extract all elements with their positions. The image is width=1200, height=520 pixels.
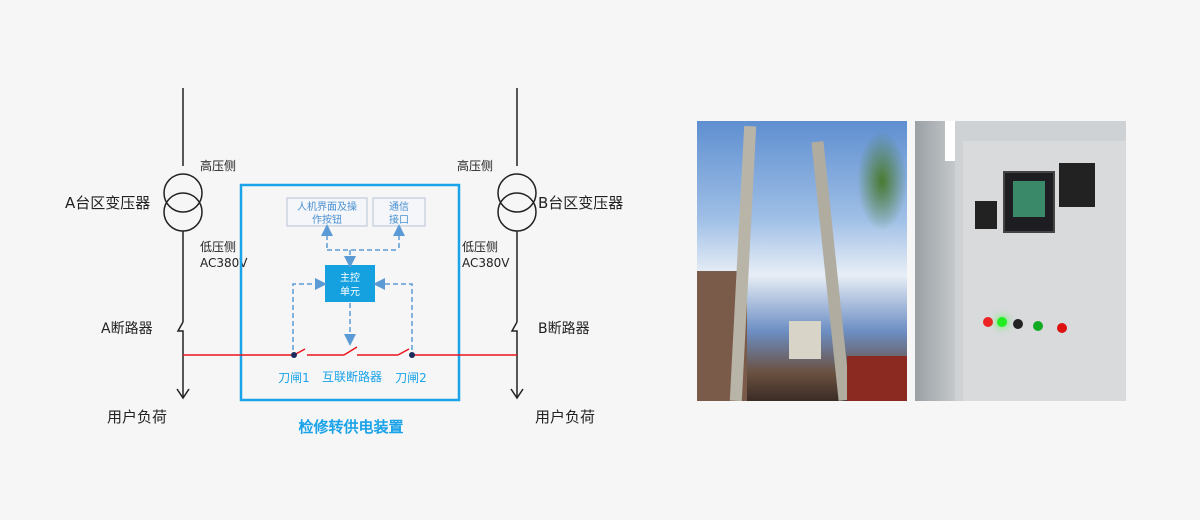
- b-breaker-icon: [510, 321, 518, 398]
- comm-label: 通信: [389, 201, 409, 213]
- hmi-label-2: 作按钮: [312, 213, 342, 226]
- switch2-label: 刀闸2: [395, 371, 427, 385]
- a-voltage-label: AC380V: [200, 256, 248, 270]
- a-high-label: 高压侧: [200, 158, 236, 173]
- comm-label-2: 接口: [389, 213, 409, 226]
- controller-label-2: 单元: [340, 286, 360, 298]
- wiring-diagram: A台区变压器 高压侧 低压侧 AC380V A断路器 用户负荷 B台区变压器 高…: [65, 88, 623, 436]
- b-low-label: 低压侧: [462, 240, 498, 254]
- device-title: 检修转供电装置: [298, 418, 403, 436]
- a-load-label: 用户负荷: [107, 408, 167, 426]
- switch1-label: 刀闸1: [278, 371, 310, 385]
- pole-photo: [697, 121, 907, 401]
- device-box: [239, 183, 461, 402]
- cabinet-photo: [915, 121, 1126, 401]
- b-voltage-label: AC380V: [462, 256, 510, 270]
- controller-label: 主控: [340, 271, 360, 284]
- b-transformer-label: B台区变压器: [538, 194, 623, 212]
- controller-box: [325, 265, 375, 302]
- b-transformer-icon: [497, 173, 537, 213]
- hmi-label: 人机界面及操: [297, 200, 357, 213]
- a-feeder: [163, 88, 203, 400]
- a-breaker-label: A断路器: [101, 321, 153, 337]
- a-transformer-label: A台区变压器: [65, 194, 150, 212]
- a-transformer-icon: [163, 173, 203, 213]
- signal-arrows: [292, 224, 413, 350]
- b-load-label: 用户负荷: [535, 408, 595, 426]
- comm-box: [372, 197, 426, 227]
- a-low-label: 低压侧: [200, 240, 236, 254]
- b-load-arrow-icon: [510, 388, 524, 400]
- b-breaker-label: B断路器: [538, 321, 590, 337]
- tie-breaker-label: 互联断路器: [322, 369, 382, 384]
- tie-line: [183, 346, 517, 356]
- switch1-node-icon: [291, 352, 297, 358]
- b-feeder: [497, 88, 537, 400]
- b-high-label: 高压侧: [457, 158, 493, 173]
- a-breaker-icon: [176, 321, 184, 398]
- switch2-node-icon: [409, 352, 415, 358]
- a-load-arrow-icon: [176, 388, 190, 400]
- hmi-box: [286, 197, 368, 227]
